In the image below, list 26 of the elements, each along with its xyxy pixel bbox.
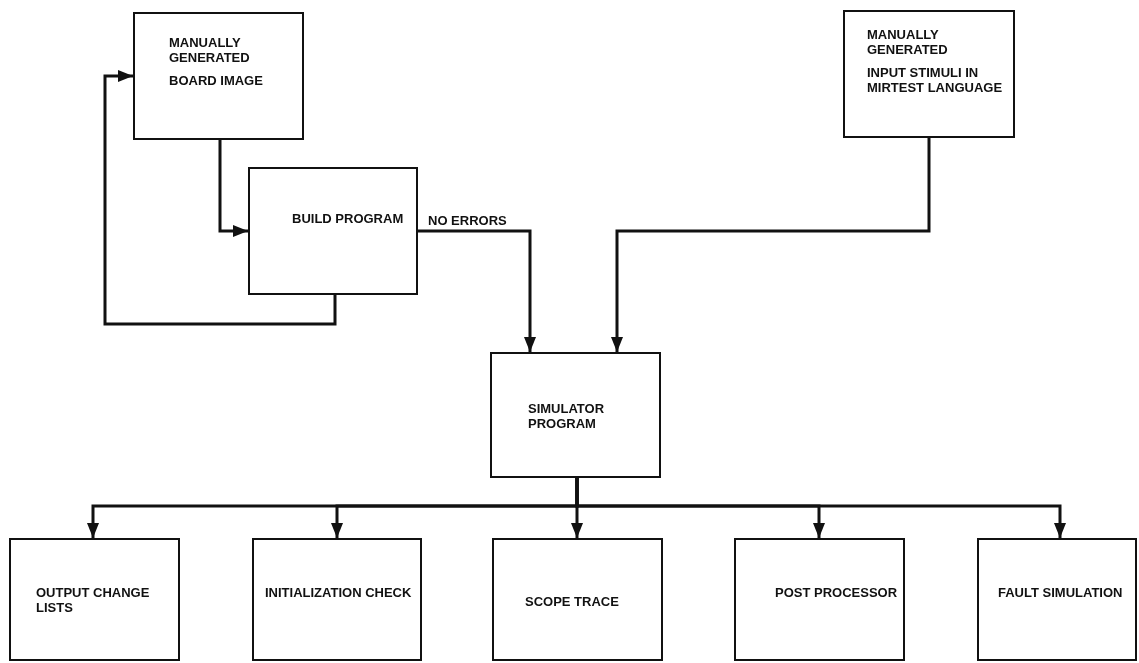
- box-label: POST PROCESSOR: [775, 586, 899, 601]
- box-label: INITIALIZATION CHECK: [265, 586, 413, 601]
- box-label: MANUALLY GENERATED: [169, 36, 251, 66]
- process-box: [248, 167, 418, 295]
- box-label: FAULT SIMULATION: [998, 586, 1124, 601]
- box-label: MANUALLY GENERATED: [867, 28, 949, 58]
- process-box: [252, 538, 422, 661]
- process-box: [977, 538, 1137, 661]
- arrow: [418, 229, 536, 352]
- process-box: [9, 538, 180, 661]
- process-box: [133, 12, 304, 140]
- box-label: SCOPE TRACE: [525, 595, 620, 610]
- process-box: [843, 10, 1015, 138]
- process-box: [734, 538, 905, 661]
- box-label: BOARD IMAGE: [169, 73, 264, 89]
- edge-label: NO ERRORS: [426, 213, 509, 228]
- arrow: [103, 70, 337, 326]
- process-box: [490, 352, 661, 478]
- process-box: [492, 538, 663, 661]
- box-label: SIMULATOR PROGRAM: [528, 402, 606, 432]
- box-label: OUTPUT CHANGE LISTS: [36, 586, 151, 616]
- box-label: INPUT STIMULI IN MIRTEST LANGUAGE: [867, 65, 1004, 96]
- box-label: BUILD PROGRAM: [292, 212, 405, 227]
- arrow: [218, 140, 248, 237]
- arrow: [575, 478, 1066, 538]
- arrow: [611, 138, 931, 352]
